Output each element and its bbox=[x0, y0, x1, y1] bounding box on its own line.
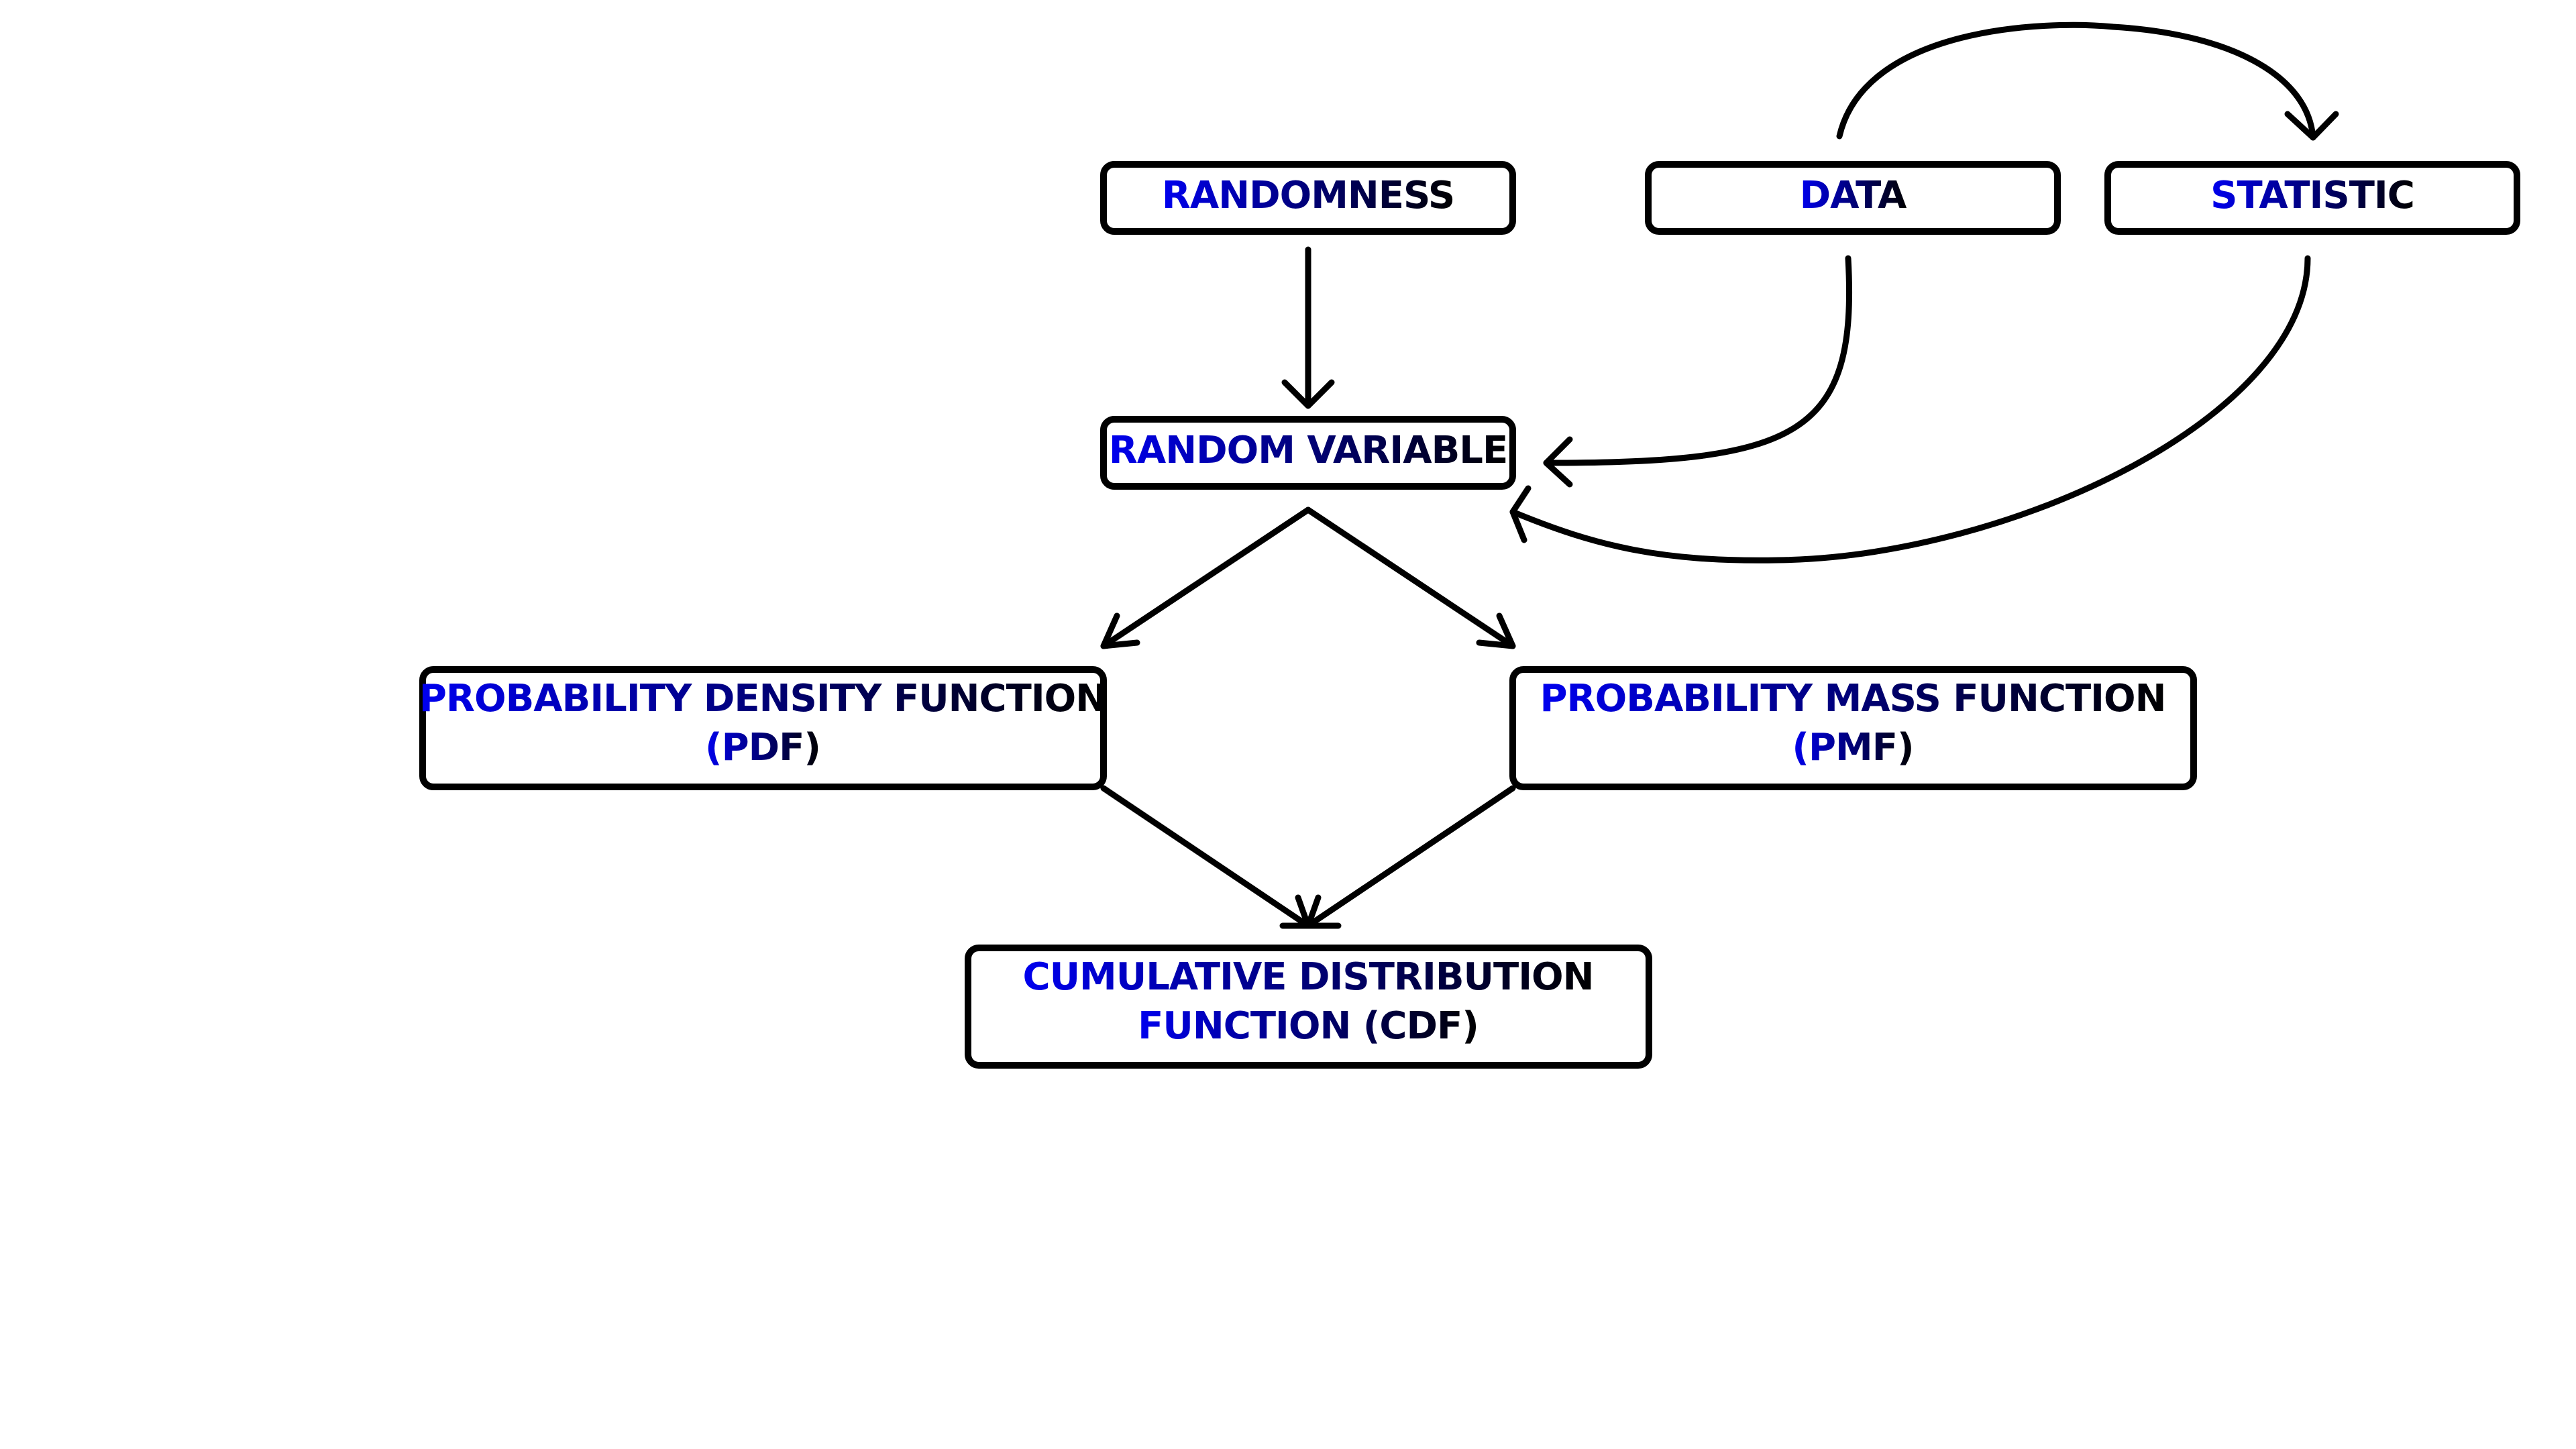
randomness-label: RANDOMNESS bbox=[1162, 174, 1454, 217]
edge-data-to-random-variable bbox=[1543, 255, 1853, 488]
statistic-label: STATISTIC bbox=[2210, 174, 2414, 217]
edge-random-variable-to-pmf bbox=[1305, 506, 1516, 649]
data-label: DATA bbox=[1800, 174, 1907, 217]
cdf-node: CUMULATIVE DISTRIBUTION FUNCTION (CDF) bbox=[965, 945, 1652, 1069]
random-variable-node: RANDOM VARIABLE bbox=[1100, 416, 1516, 490]
cdf-label-line-1: CUMULATIVE DISTRIBUTION bbox=[1022, 955, 1593, 999]
edge-pmf-to-cdf bbox=[1279, 785, 1516, 929]
randomness-node: RANDOMNESS bbox=[1100, 161, 1516, 235]
pmf-label-line-2: (PMF) bbox=[1792, 726, 1913, 769]
edge-data-to-statistic bbox=[1836, 21, 2339, 141]
pdf-node: PROBABILITY DENSITY FUNCTION (PDF) bbox=[419, 666, 1107, 790]
pmf-label-line-1: PROBABILITY MASS FUNCTION bbox=[1540, 677, 2166, 720]
data-node: DATA bbox=[1645, 161, 2061, 235]
random-variable-label: RANDOM VARIABLE bbox=[1109, 429, 1507, 472]
edge-statistic-to-random-variable bbox=[1509, 255, 2311, 564]
pmf-node: PROBABILITY MASS FUNCTION (PMF) bbox=[1509, 666, 2197, 790]
statistic-node: STATISTIC bbox=[2104, 161, 2520, 235]
pdf-label-line-2: (PDF) bbox=[705, 726, 820, 769]
cdf-label-line-2: FUNCTION (CDF) bbox=[1138, 1004, 1479, 1048]
pdf-label-line-1: PROBABILITY DENSITY FUNCTION bbox=[419, 677, 1106, 720]
edge-random-variable-to-pdf bbox=[1100, 506, 1311, 649]
edge-randomness-to-random-variable bbox=[1281, 246, 1335, 409]
edge-pdf-to-cdf bbox=[1100, 785, 1311, 929]
